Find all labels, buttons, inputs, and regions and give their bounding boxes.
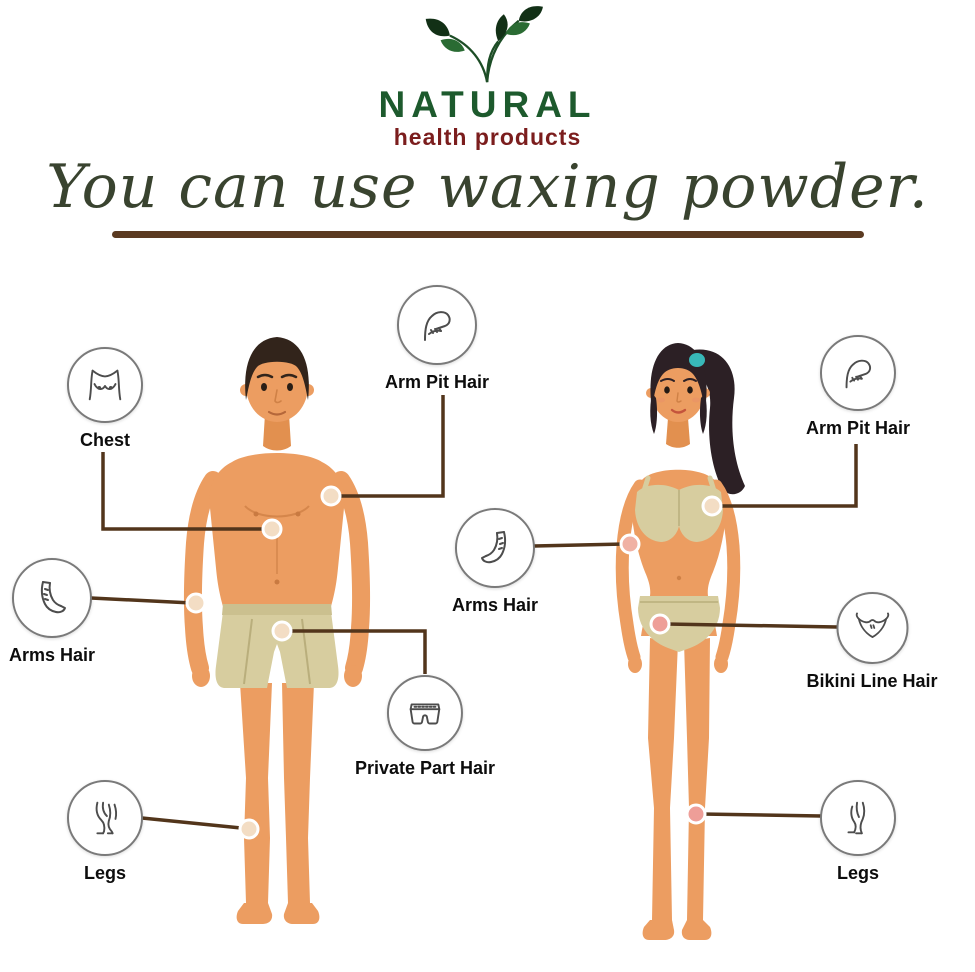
callout-legs-male-label: Legs — [83, 863, 126, 884]
callout-arms-female: Arms Hair — [452, 508, 538, 616]
callout-chest-label: Chest — [79, 430, 130, 451]
woman-illustration — [615, 343, 745, 941]
callout-armpit-male-circle — [397, 285, 477, 366]
underwear-icon — [409, 703, 441, 725]
raised-arm-icon — [424, 311, 451, 342]
dot-armpit-male — [320, 485, 342, 507]
callout-armpit-female-circle — [820, 335, 896, 412]
callout-chest-circle — [67, 347, 143, 424]
callout-private-part-circle — [386, 675, 463, 752]
callout-private-part-label: Private Part Hair — [354, 758, 496, 779]
arm-icon — [480, 531, 507, 564]
target-dots — [185, 485, 723, 840]
connector-private-part — [286, 629, 427, 675]
callout-legs-female: Legs — [820, 780, 896, 884]
dot-arm-male — [185, 592, 207, 614]
legs-icon — [847, 802, 866, 835]
connector-armpit-male — [337, 395, 445, 499]
connector-leg-male — [141, 816, 242, 831]
callout-bikini-line-circle — [836, 592, 908, 665]
connector-arm-male — [90, 596, 193, 606]
chest-icon — [88, 370, 122, 401]
connector-lines — [90, 395, 858, 831]
brand-tagline: health products — [393, 124, 582, 150]
dot-leg-male — [238, 818, 260, 840]
man-illustration — [183, 337, 371, 925]
dot-arm-female — [619, 533, 641, 555]
callout-arms-male-circle — [11, 558, 92, 639]
logo-leaves-icon — [426, 6, 544, 83]
callout-legs-female-label: Legs — [836, 863, 879, 884]
dot-leg-female — [685, 803, 707, 825]
brand-name: NATURAL — [378, 84, 597, 125]
bikini-icon — [855, 612, 889, 639]
callout-armpit-female-label: Arm Pit Hair — [805, 418, 911, 439]
connector-armpit-female — [718, 444, 858, 509]
arm-icon — [40, 581, 66, 614]
dot-chest — [261, 518, 283, 540]
callout-bikini-line: Bikini Line Hair — [806, 592, 938, 692]
legs-icon — [95, 802, 118, 835]
callout-armpit-female: Arm Pit Hair — [806, 335, 910, 439]
body-diagram-scene: Chest Arm Pit Hair — [0, 238, 975, 958]
callout-armpit-male-label: Arm Pit Hair — [384, 372, 490, 393]
scene-illustration — [90, 337, 858, 941]
connector-bikini — [665, 622, 838, 630]
header: NATURAL health products You can use waxi… — [0, 0, 975, 239]
callout-legs-male-circle — [67, 780, 143, 857]
callout-chest: Chest — [67, 347, 143, 451]
callout-arms-male: Arms Hair — [9, 558, 95, 666]
callout-armpit-male: Arm Pit Hair — [385, 285, 489, 393]
dot-bikini — [649, 613, 671, 635]
callout-arms-female-circle — [454, 508, 535, 589]
callout-legs-male: Legs — [67, 780, 143, 884]
callout-arms-female-label: Arms Hair — [451, 595, 539, 616]
callout-legs-female-circle — [820, 780, 896, 857]
callout-arms-male-label: Arms Hair — [8, 645, 96, 666]
headline-underline — [111, 231, 864, 239]
headline-text: You can use waxing powder. — [46, 152, 929, 223]
connector-leg-female — [700, 812, 822, 819]
connector-arm-female — [533, 542, 626, 549]
dot-armpit-female — [701, 495, 723, 517]
raised-arm-icon — [845, 360, 872, 389]
callout-bikini-line-label: Bikini Line Hair — [806, 671, 938, 692]
callout-private-part: Private Part Hair — [355, 675, 495, 779]
dot-private-part — [271, 620, 293, 642]
connector-chest — [101, 452, 268, 532]
